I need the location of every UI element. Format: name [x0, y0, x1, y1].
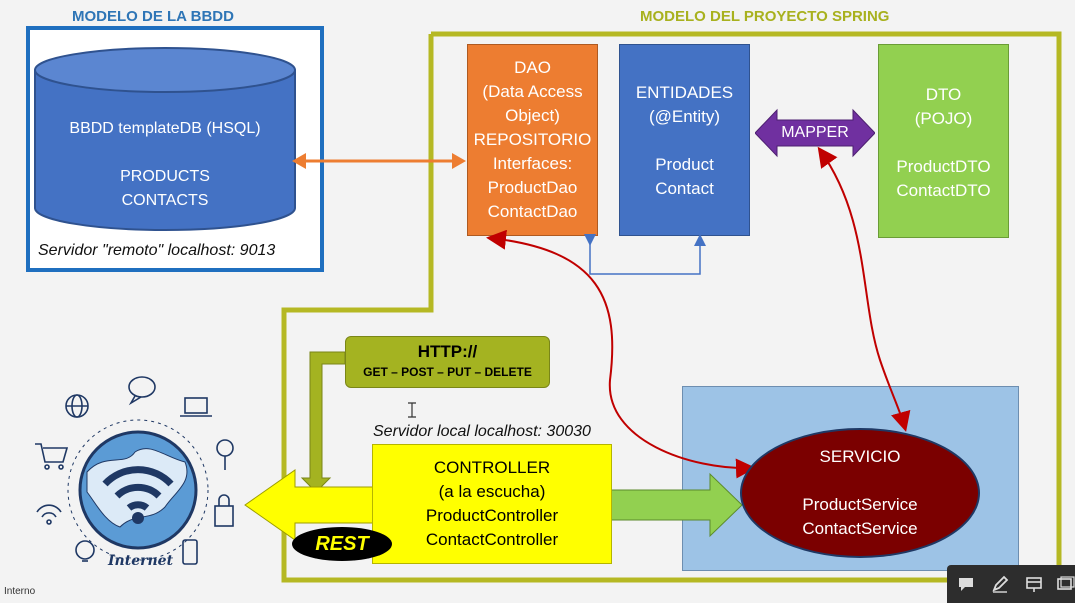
- service-line-1: SERVICIO: [819, 447, 901, 466]
- dto-line-2: (POJO): [914, 109, 973, 128]
- database-label: BBDD templateDB (HSQL) PRODUCTS CONTACTS: [40, 110, 290, 220]
- controller-line-3: ProductController: [425, 506, 559, 525]
- presenter-icon[interactable]: [1024, 574, 1044, 594]
- dao-line-7: ContactDao: [487, 202, 578, 221]
- dto-box: DTO (POJO) ProductDTO ContactDTO: [878, 44, 1009, 238]
- controller-line-4: ContactController: [425, 530, 559, 549]
- database-cylinder: [34, 47, 296, 231]
- wifi-small-icon: [36, 504, 62, 525]
- internet-label: Internet: [108, 553, 174, 569]
- db-model-title: MODELO DE LA BBDD: [72, 8, 234, 25]
- database-name: BBDD templateDB (HSQL): [69, 120, 261, 137]
- entities-line-5: Contact: [655, 179, 714, 198]
- dao-box: DAO (Data Access Object) REPOSITORIO Int…: [467, 44, 598, 236]
- dto-line-5: ContactDTO: [896, 181, 991, 200]
- dto-line-4: ProductDTO: [896, 157, 991, 176]
- controller-line-1: CONTROLLER: [433, 458, 551, 477]
- db-table-products: PRODUCTS: [120, 168, 210, 185]
- dao-line-3: Object): [505, 106, 560, 125]
- lightbulb-icon: [75, 540, 95, 562]
- phone-icon: [182, 539, 198, 565]
- service-ellipse: SERVICIO ProductService ContactService: [740, 428, 980, 558]
- rest-badge: REST: [292, 527, 392, 561]
- dao-line-4: REPOSITORIO: [473, 130, 592, 149]
- db-table-contacts: CONTACTS: [121, 192, 209, 209]
- globe-icon: [65, 394, 89, 418]
- service-line-4: ContactService: [802, 519, 918, 538]
- lock-icon: [214, 494, 234, 527]
- controller-line-2: (a la escucha): [438, 482, 546, 501]
- entities-line-4: Product: [655, 155, 714, 174]
- internet-illustration: [35, 376, 234, 565]
- laptop-icon: [180, 397, 212, 417]
- http-connector: [300, 351, 346, 493]
- mapper-arrow: [755, 108, 875, 158]
- dao-line-2: (Data Access: [482, 82, 583, 101]
- pen-icon[interactable]: [990, 574, 1010, 594]
- spring-model-title: MODELO DEL PROYECTO SPRING: [640, 8, 890, 25]
- entities-line-1: ENTIDADES: [635, 83, 734, 102]
- controller-box: CONTROLLER (a la escucha) ProductControl…: [372, 444, 612, 564]
- dao-line-5: Interfaces:: [492, 154, 573, 173]
- dao-entities-connector: [584, 234, 706, 275]
- mapper-service-connector: [817, 146, 911, 432]
- footer-label: Interno: [4, 586, 36, 597]
- dto-line-1: DTO: [925, 85, 962, 104]
- service-line-3: ProductService: [802, 495, 918, 514]
- entities-box: ENTIDADES (@Entity) Product Contact: [619, 44, 750, 236]
- magnifier-icon: [216, 439, 234, 470]
- controller-service-arrow: [609, 472, 743, 538]
- chat-bubble-icon: [128, 376, 156, 406]
- dao-service-connector: [486, 229, 756, 479]
- text-cursor-icon: [408, 402, 416, 418]
- shopping-cart-icon: [35, 443, 69, 470]
- db-server-label: Servidor "remoto" localhost: 9013: [38, 242, 276, 259]
- mapper-label: MAPPER: [781, 124, 849, 141]
- http-title: HTTP://: [417, 342, 478, 361]
- comment-icon[interactable]: [956, 574, 976, 594]
- rest-label: REST: [315, 533, 369, 555]
- screen-icon[interactable]: [1055, 574, 1075, 594]
- dao-line-6: ProductDao: [487, 178, 578, 197]
- dao-line-1: DAO: [514, 58, 551, 77]
- entities-line-2: (@Entity): [648, 107, 721, 126]
